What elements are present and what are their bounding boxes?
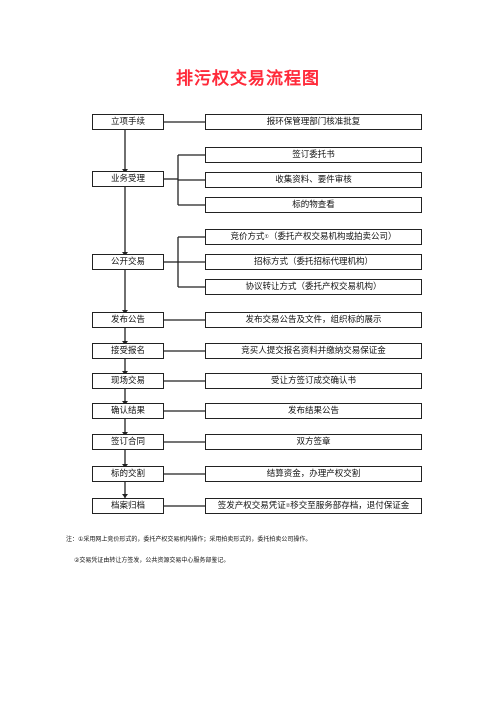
step-publish-announcement: 发布公告 — [92, 312, 164, 328]
detail-collect-documents: 收集资料、要件审核 — [205, 172, 422, 188]
detail-approval: 报环保管理部门核准批复 — [205, 114, 422, 130]
detail-both-sign: 双方签章 — [205, 434, 422, 450]
detail-bidder-registration: 竞买人提交报名资料并缴纳交易保证金 — [205, 343, 422, 359]
detail-publish-documents: 发布交易公告及文件，组织标的展示 — [205, 312, 422, 328]
step-archiving: 档案归档 — [92, 498, 164, 514]
bidding-method-agent: （委托产权交易机构或拍卖公司） — [268, 231, 397, 242]
step-onsite-trading: 现场交易 — [92, 373, 164, 389]
bidding-method-label: 竞价方式 — [230, 231, 265, 242]
detail-agreement-transfer: 协议转让方式（委托产权交易机构） — [205, 279, 422, 295]
note-marker-one: ① — [264, 233, 269, 240]
step-accept-registration: 接受报名 — [92, 343, 164, 359]
note-2: ②交易凭证由转让方签发，公共资源交易中心服务部鉴记。 — [74, 557, 230, 564]
detail-sign-entrustment: 签订委托书 — [205, 147, 422, 163]
detail-settlement: 结算资金，办理产权交割 — [205, 466, 422, 482]
step-business-acceptance: 业务受理 — [92, 171, 164, 187]
step-sign-contract: 签订合同 — [92, 434, 164, 450]
certificate-label: 签发产权交易凭证 — [217, 500, 286, 511]
certificate-archive: 移交至服务部存档，退付保证金 — [290, 500, 410, 511]
detail-tender-method: 招标方式（委托招标代理机构） — [205, 254, 422, 270]
step-approval: 立项手续 — [92, 114, 164, 130]
detail-inspect-object: 标的物查看 — [205, 197, 422, 213]
step-delivery: 标的交割 — [92, 466, 164, 482]
step-public-trading: 公开交易 — [92, 254, 164, 270]
note-marker-two: ② — [285, 502, 291, 509]
detail-result-announcement: 发布结果公告 — [205, 403, 422, 419]
step-confirm-result: 确认结果 — [92, 403, 164, 419]
detail-sign-confirmation: 受让方签订成交确认书 — [205, 373, 422, 389]
note-1: 注：①采用网上竞价形式的，委托产权交易机构操作；采用拍卖形式的，委托拍卖公司操作… — [66, 536, 312, 543]
page-title: 排污权交易流程图 — [176, 69, 320, 89]
